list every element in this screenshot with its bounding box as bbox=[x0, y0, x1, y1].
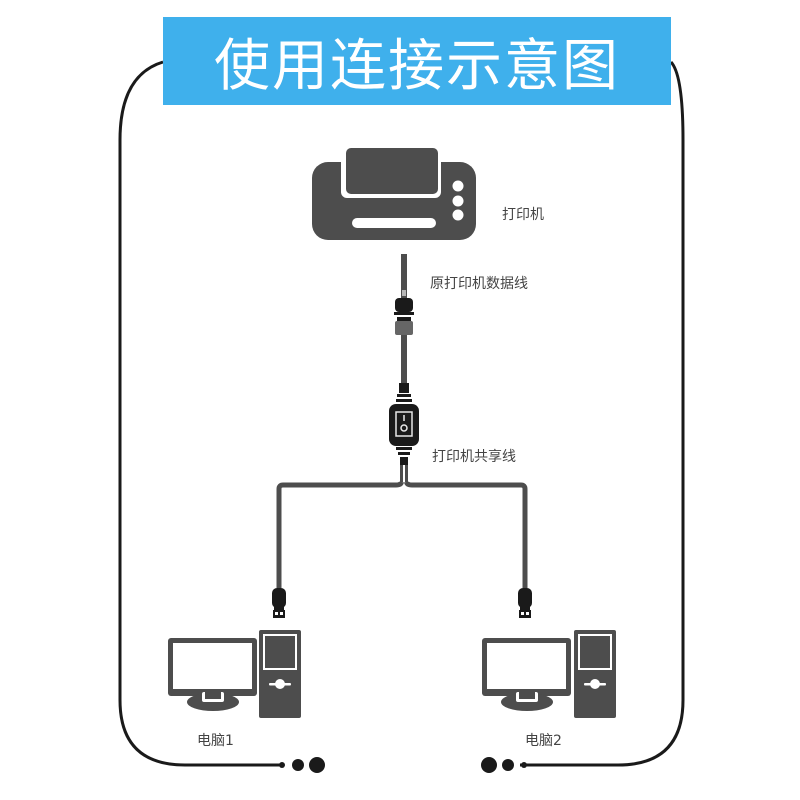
decorative-dots-right bbox=[481, 757, 527, 773]
outer-frame bbox=[118, 60, 685, 767]
usb-plug-icon bbox=[272, 588, 286, 618]
computer2-label: 电脑2 bbox=[525, 733, 562, 749]
printer-cable-label: 原打印机数据线 bbox=[430, 276, 528, 292]
decorative-dots-left bbox=[279, 757, 325, 773]
printer-data-cable bbox=[394, 254, 414, 385]
page-title: 使用连接示意图 bbox=[163, 17, 671, 105]
rocker-switch-icon bbox=[395, 411, 413, 437]
printer-icon bbox=[312, 146, 476, 240]
desktop-computer-icon bbox=[482, 630, 616, 718]
share-cable-label: 打印机共享线 bbox=[432, 449, 516, 465]
printer-label: 打印机 bbox=[502, 207, 544, 223]
usb-plug-icon bbox=[518, 588, 532, 618]
desktop-computer-icon bbox=[168, 630, 301, 718]
computer1-label: 电脑1 bbox=[197, 733, 234, 749]
share-cable bbox=[276, 383, 528, 588]
